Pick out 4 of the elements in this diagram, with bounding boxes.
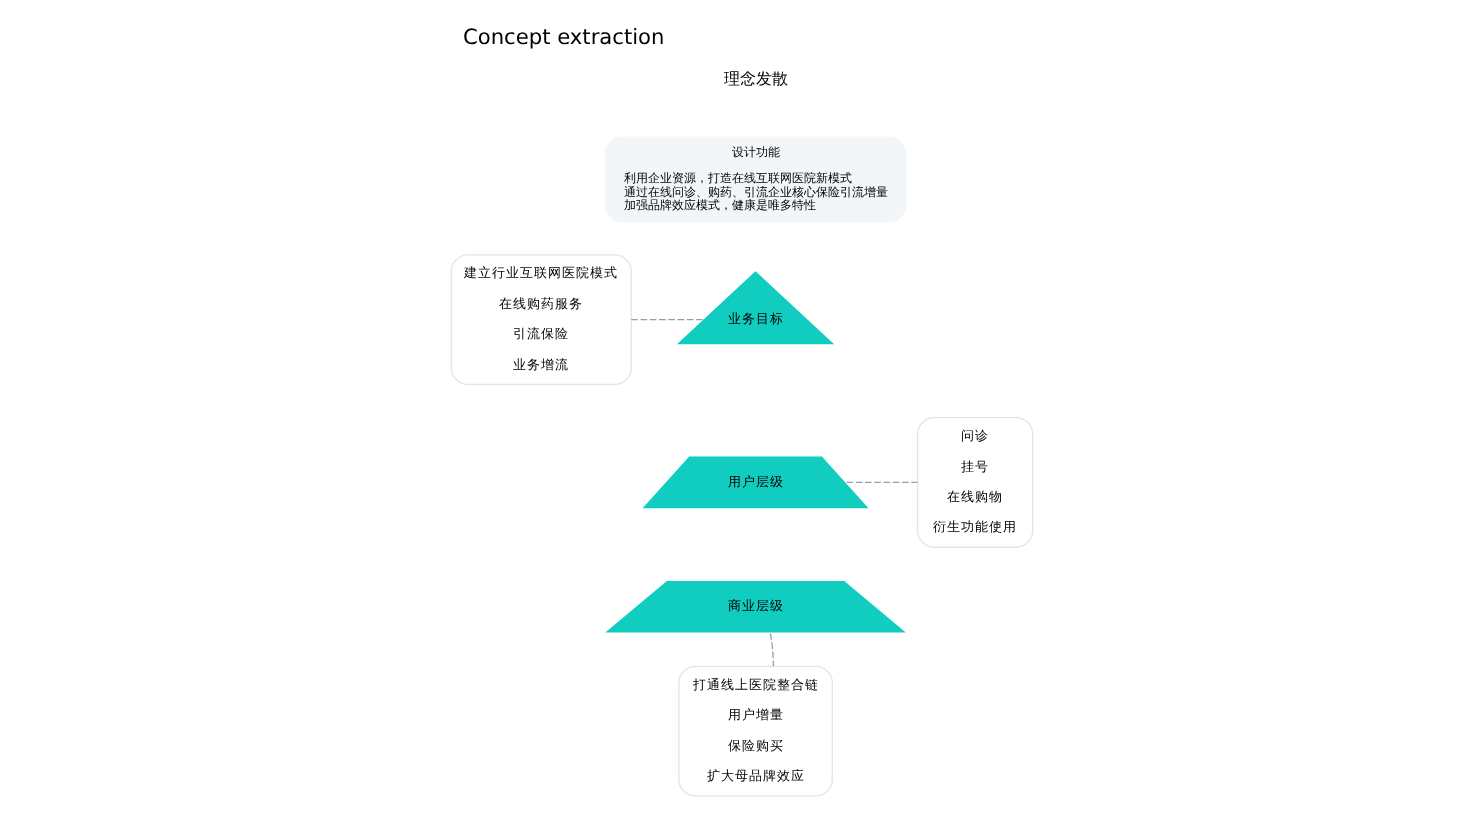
diagram-title: Concept extraction xyxy=(461,26,664,51)
connector xyxy=(629,319,704,321)
connector xyxy=(768,632,774,667)
connector xyxy=(844,481,917,484)
